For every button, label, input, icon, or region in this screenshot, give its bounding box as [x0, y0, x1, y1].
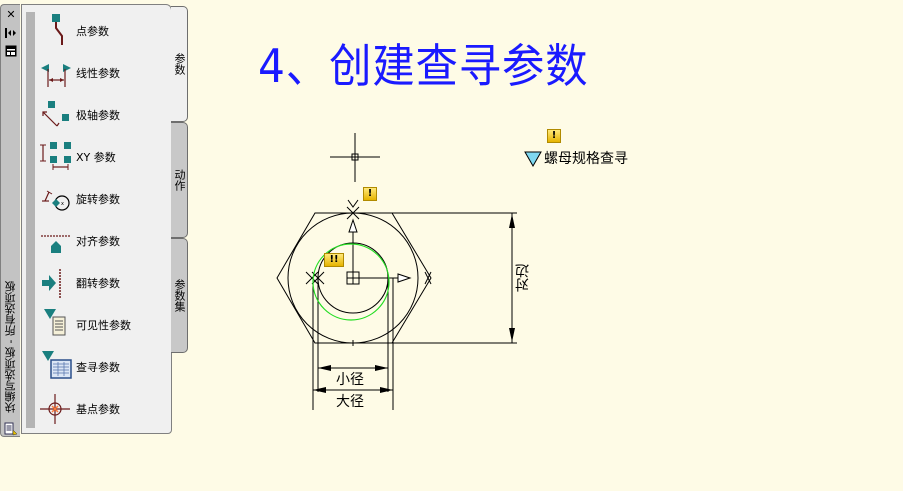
- tab-parameters[interactable]: 参数: [171, 6, 188, 122]
- rotation-parameter-icon: x: [38, 179, 74, 219]
- palette-scrollbar[interactable]: [26, 12, 35, 428]
- svg-text:x: x: [61, 201, 64, 207]
- palette-item-flip-parameter[interactable]: 翻转参数: [38, 263, 168, 303]
- linear-parameter-icon: [38, 53, 74, 93]
- autohide-icon[interactable]: [5, 27, 17, 39]
- dim-across-flats[interactable]: 对边: [515, 264, 531, 292]
- xy-parameter-icon: [38, 137, 74, 177]
- properties-icon[interactable]: [5, 45, 17, 57]
- dim-large-diameter[interactable]: 大径: [336, 394, 364, 410]
- warning-icon-double[interactable]: !!: [324, 253, 344, 267]
- tab-actions[interactable]: 动作: [171, 122, 188, 238]
- palette-item-point-parameter[interactable]: 点参数: [38, 11, 168, 51]
- block-authoring-icon[interactable]: [4, 421, 18, 436]
- palette-item-alignment-parameter[interactable]: 对齐参数: [38, 221, 168, 261]
- dim-small-diameter[interactable]: 小径: [336, 369, 364, 389]
- palette-title: 块编写选项板 - 所有选项板: [4, 281, 17, 413]
- point-parameter-icon: [38, 11, 74, 51]
- polar-parameter-icon: [38, 95, 74, 135]
- palette-item-basepoint-parameter[interactable]: 基点参数: [38, 389, 168, 429]
- alignment-parameter-icon: [38, 221, 74, 261]
- palette-item-lookup-parameter[interactable]: 查寻参数: [38, 347, 168, 387]
- warning-icon[interactable]: !: [547, 129, 561, 143]
- palette-item-visibility-parameter[interactable]: 可见性参数: [38, 305, 168, 345]
- palette-item-xy-parameter[interactable]: XY 参数: [38, 137, 168, 177]
- page-heading: 4、创建查寻参数: [258, 39, 589, 93]
- flip-parameter-icon: [38, 263, 74, 303]
- palette-item-linear-parameter[interactable]: 线性参数: [38, 53, 168, 93]
- close-icon[interactable]: ✕: [6, 8, 16, 21]
- tool-palette: ✕ 块编写选项板 - 所有选项板 点参数 线性参数 极轴参数: [0, 0, 188, 437]
- warning-icon[interactable]: !: [363, 187, 377, 201]
- tab-parameter-sets[interactable]: 参数集: [171, 238, 188, 353]
- palette-content: [21, 4, 172, 434]
- lookup-parameter-icon: [38, 347, 74, 387]
- palette-item-rotation-parameter[interactable]: x 旋转参数: [38, 179, 168, 219]
- palette-item-polar-parameter[interactable]: 极轴参数: [38, 95, 168, 135]
- lookup-grip-icon[interactable]: [524, 151, 542, 167]
- palette-title-bar[interactable]: ✕ 块编写选项板 - 所有选项板: [0, 4, 20, 437]
- lookup-parameter-label[interactable]: 螺母规格查寻: [544, 151, 628, 167]
- visibility-parameter-icon: [38, 305, 74, 345]
- basepoint-parameter-icon: [38, 389, 74, 429]
